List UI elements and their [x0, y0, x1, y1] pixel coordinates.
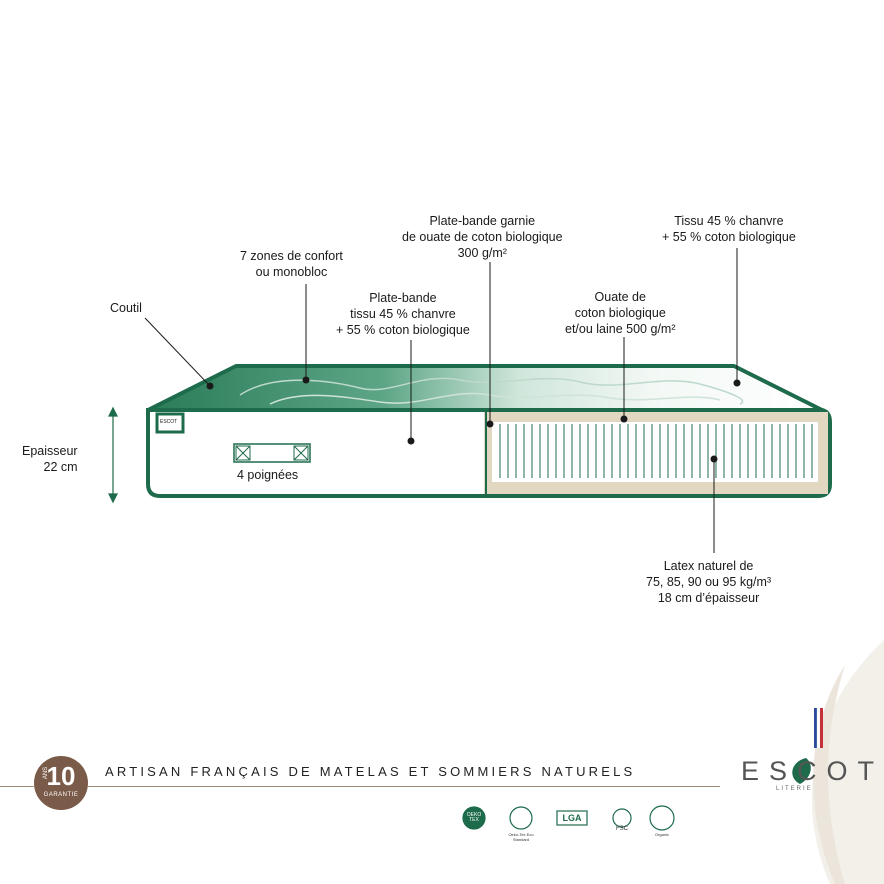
- badge-ans: ANS: [43, 766, 50, 780]
- tagline: ARTISAN FRANÇAIS DE MATELAS ET SOMMIERS …: [105, 764, 636, 779]
- cert-ecostandard: Oeko-Tex Eco Standard: [508, 832, 534, 842]
- mattress-brand-tag: [155, 412, 185, 434]
- warranty-badge: 10 ANS GARANTIE: [34, 756, 88, 810]
- cert-lga: LGA: [562, 813, 582, 823]
- brand-subtitle: LITERIE: [776, 786, 813, 792]
- leader-lines: [144, 248, 741, 553]
- cert-fsc: FSC: [616, 826, 628, 832]
- mattress-top: [146, 364, 824, 412]
- badge-garantie: GARANTIE: [43, 792, 79, 798]
- latex-core: [492, 422, 818, 482]
- footer-line-left: [0, 786, 34, 787]
- latex-springs: [499, 424, 813, 478]
- handle-box: [233, 443, 311, 463]
- thickness-arrow: [108, 406, 118, 504]
- mattress-tag-text: ESCOT: [160, 419, 178, 425]
- label-poignees: 4 poignées: [237, 468, 299, 482]
- footer-line: [88, 786, 720, 787]
- leaf-icon: [792, 758, 811, 784]
- certification-icons: [462, 805, 675, 831]
- label-coutil: Coutil: [110, 301, 142, 315]
- badge-number: 10: [46, 761, 76, 791]
- label-tissu: Tissu 45 % chanvre+ 55 % coton biologiqu…: [662, 214, 796, 244]
- cert-oekotex: OEKO TEX: [466, 812, 482, 823]
- brand-logo: ESCOT: [741, 756, 884, 786]
- cert-organic: Organic: [654, 832, 669, 837]
